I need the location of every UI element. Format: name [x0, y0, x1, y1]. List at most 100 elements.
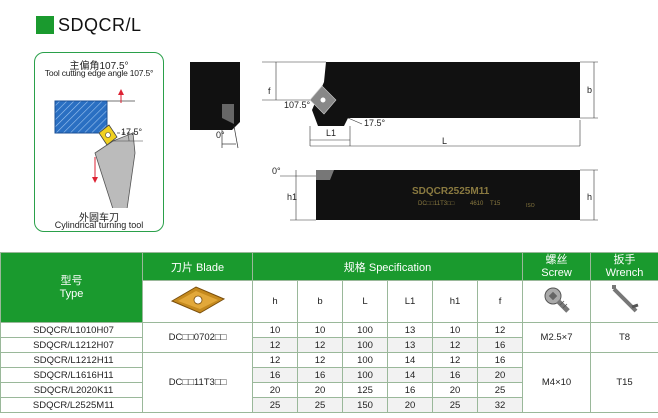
col-header-h: h — [252, 280, 298, 323]
dim-L1: L1 — [326, 128, 336, 138]
type-header-en: Type — [59, 287, 84, 300]
angle-info-box: 主偏角107.5° Tool cutting edge angle 107.5°… — [34, 52, 164, 232]
cell-h: 10 — [252, 322, 298, 338]
workpiece-shape — [54, 100, 108, 134]
cell-f: 12 — [476, 322, 524, 338]
wrench-header: 扳手 Wrench — [590, 252, 658, 281]
cell-f: 32 — [476, 397, 524, 413]
screw-cell: M4×10 — [522, 352, 592, 413]
angle-label-en: Tool cutting edge angle 107.5° — [44, 68, 154, 78]
col-header-L1: L1 — [387, 280, 433, 323]
screw-header-en: Screw — [541, 266, 572, 279]
title-block: SDQCR/L — [36, 14, 142, 36]
cell-h: 12 — [252, 337, 298, 353]
wrench-header-en: Wrench — [605, 266, 644, 279]
cell-L1: 14 — [387, 367, 433, 383]
col-header-h1: h1 — [432, 280, 478, 323]
cell-L1: 13 — [387, 322, 433, 338]
spec-header: 规格 Specification — [251, 252, 524, 281]
turning-tool-cn: 外圆车刀 — [79, 213, 119, 224]
shank-text: SDQCR2525M11 — [412, 186, 490, 197]
cell-b: 20 — [297, 382, 343, 398]
table-row: SDQCR/L2525M11 25 25 150 20 25 32 — [0, 397, 658, 413]
dim-f: f — [268, 86, 271, 96]
row-model: SDQCR/L2020K11 — [0, 382, 143, 398]
turning-diagram: 17.5° — [54, 89, 143, 208]
table-row: SDQCR/L1616H11 16 16 100 14 16 20 — [0, 367, 658, 383]
blade-header: 刀片 Blade — [142, 252, 253, 281]
cell-f: 16 — [476, 352, 524, 368]
wrench-icon — [611, 285, 639, 313]
cell-L1: 20 — [387, 397, 433, 413]
end-view-angle: 0° — [216, 130, 225, 140]
screw-icon — [544, 287, 570, 313]
cell-h: 16 — [252, 367, 298, 383]
row-model: SDQCR/L1212H11 — [0, 352, 143, 368]
cell-h1: 12 — [432, 352, 478, 368]
cell-b: 10 — [297, 322, 343, 338]
table-row: SDQCR/L1212H11 DC□□11T3□□ 12 12 100 14 1… — [0, 352, 658, 413]
cell-h1: 12 — [432, 337, 478, 353]
cell-h1: 25 — [432, 397, 478, 413]
technical-drawing: 0° b f 107.5° 17.5° L1 L SDQCR2525M11 DC… — [190, 61, 598, 221]
blade-cell: DC□□11T3□□ — [142, 352, 253, 413]
cell-f: 25 — [476, 382, 524, 398]
cell-h: 25 — [252, 397, 298, 413]
cell-h: 12 — [252, 352, 298, 368]
spec-table: 型号 Type 刀片 Blade 规格 Specification 螺丝 Scr… — [0, 252, 658, 413]
col-header-f: f — [476, 280, 524, 323]
top-view: b f 107.5° 17.5° L1 L — [262, 61, 598, 147]
cell-b: 12 — [297, 352, 343, 368]
title-marker — [36, 16, 54, 34]
cell-L: 100 — [342, 322, 388, 338]
cell-L: 100 — [342, 367, 388, 383]
screw-cell: M2.5×7 — [522, 322, 592, 353]
blade-image — [142, 280, 253, 323]
shank-code: 4610 — [470, 201, 484, 207]
angle-175-top-label: 17.5° — [364, 118, 386, 128]
shank-blade: DC□□11T3□□ — [418, 201, 455, 207]
dim-b-top: b — [587, 85, 592, 95]
wrench-cell: T15 — [590, 352, 658, 413]
row-model: SDQCR/L1010H07 — [0, 322, 143, 338]
cell-f: 20 — [476, 367, 524, 383]
col-header-b: b — [297, 280, 343, 323]
cell-h: 20 — [252, 382, 298, 398]
shank-iso: ISO — [526, 203, 535, 209]
cell-b: 25 — [297, 397, 343, 413]
screw-header: 螺丝 Screw — [522, 252, 592, 281]
wrench-header-cn: 扳手 — [613, 253, 636, 266]
page-title: SDQCR/L — [58, 14, 142, 35]
cell-L1: 13 — [387, 337, 433, 353]
table-row: SDQCR/L1010H07 DC□□0702□□ 10 10 100 13 1… — [0, 322, 658, 353]
dim-h-side: h — [587, 192, 592, 202]
side-view-angle: 0° — [272, 166, 281, 176]
cell-L1: 16 — [387, 382, 433, 398]
cell-h1: 20 — [432, 382, 478, 398]
cell-L: 100 — [342, 337, 388, 353]
dim-h1: h1 — [287, 192, 297, 202]
side-view: SDQCR2525M11 DC□□11T3□□ 4610 T15 ISO 0° … — [272, 166, 598, 221]
type-header-cn: 型号 — [60, 274, 83, 287]
row-model: SDQCR/L1212H07 — [0, 337, 143, 353]
screw-image — [522, 280, 592, 323]
cell-h1: 16 — [432, 367, 478, 383]
wrench-cell: T8 — [590, 322, 658, 353]
cell-L: 125 — [342, 382, 388, 398]
cell-f: 16 — [476, 337, 524, 353]
screw-header-cn: 螺丝 — [545, 253, 568, 266]
table-row: SDQCR/L1212H07 12 12 100 13 12 16 — [0, 337, 658, 353]
cell-h1: 10 — [432, 322, 478, 338]
angle-label-cn: 主偏角107.5° — [69, 61, 129, 72]
cell-L: 150 — [342, 397, 388, 413]
col-header-L: L — [342, 280, 388, 323]
angle-1075-label: 107.5° — [284, 100, 311, 110]
cell-L: 100 — [342, 352, 388, 368]
cell-b: 12 — [297, 337, 343, 353]
cell-b: 16 — [297, 367, 343, 383]
dim-L: L — [442, 136, 447, 146]
wrench-image — [590, 280, 658, 323]
angle-175-label: 17.5° — [121, 127, 143, 137]
blade-insert-icon — [170, 286, 225, 314]
shank-wrench: T15 — [490, 201, 501, 207]
